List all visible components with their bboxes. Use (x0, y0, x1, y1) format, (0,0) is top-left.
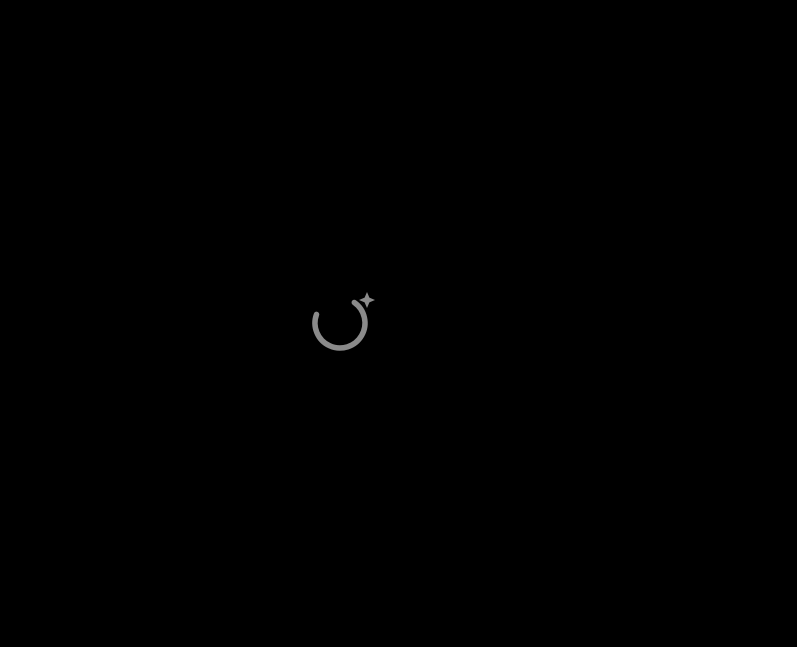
watermark (312, 292, 375, 351)
watermark-logo-swoosh (312, 299, 368, 351)
watermark-sparkle-icon (359, 292, 375, 308)
